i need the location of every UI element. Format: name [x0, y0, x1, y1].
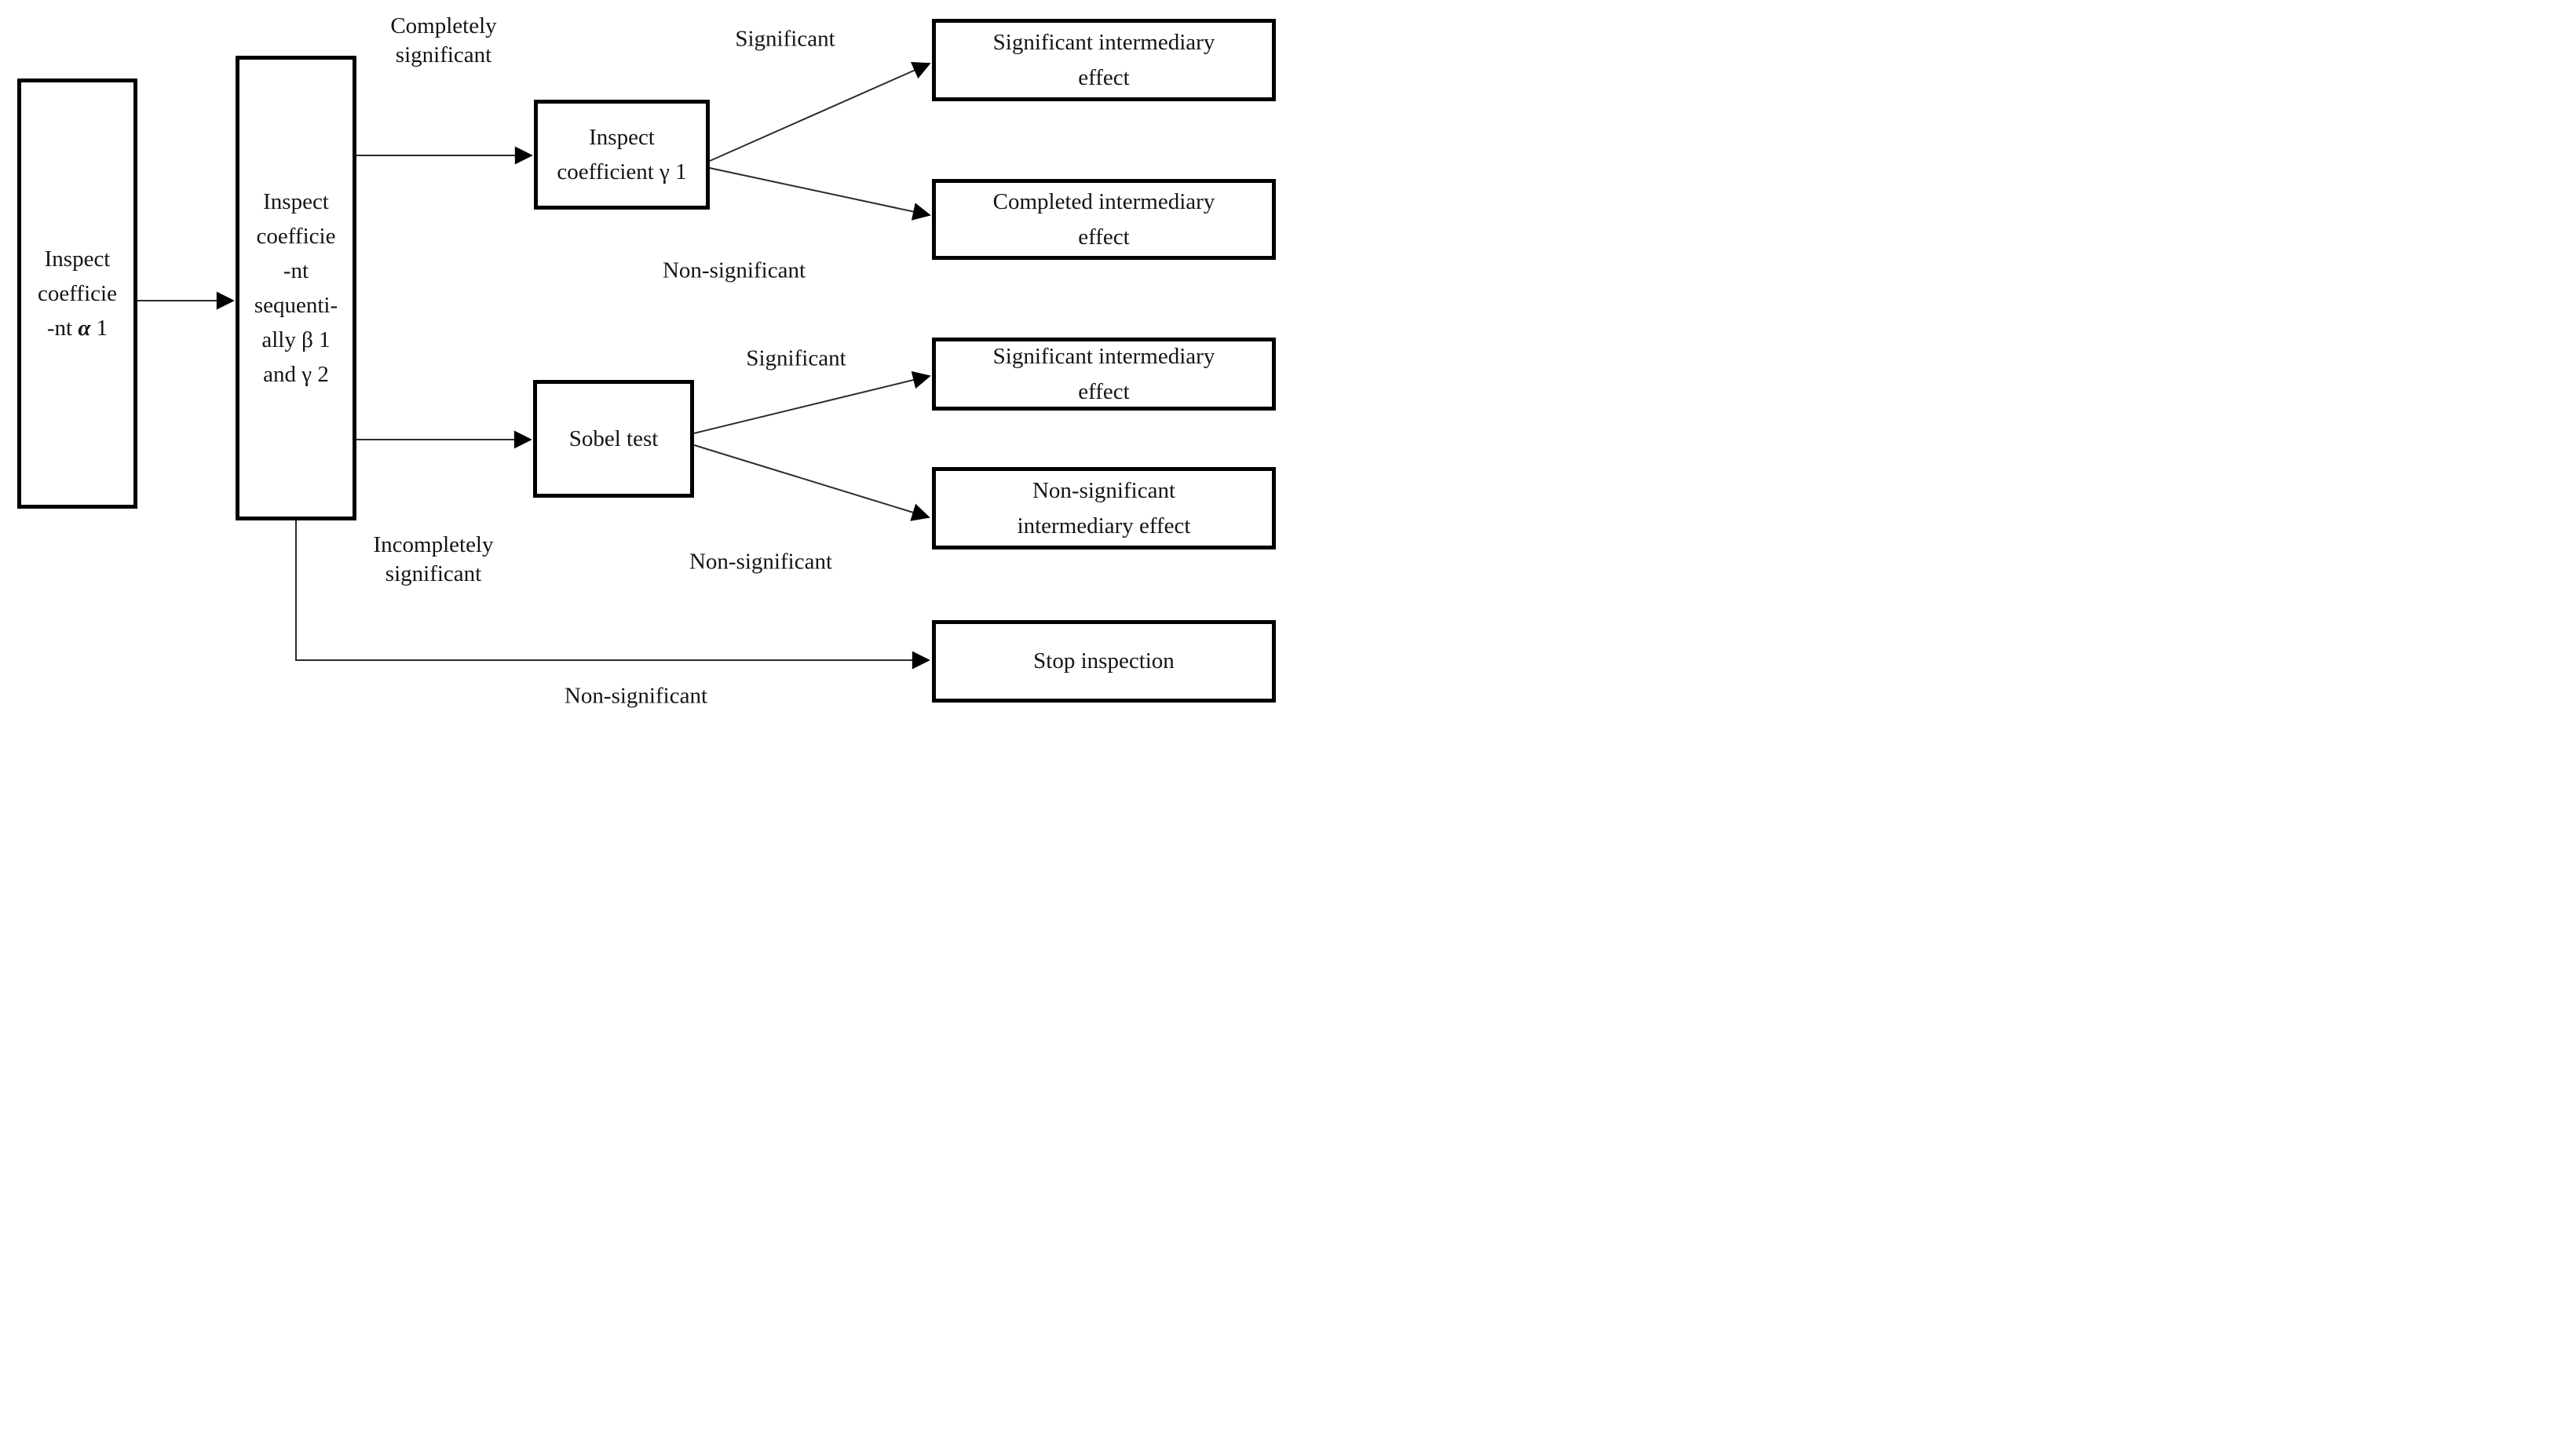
node-text-line: Non-significant [1032, 478, 1175, 504]
flowchart-canvas: Inspect coefficie -nt α 1 Inspect coeffi… [0, 0, 1288, 721]
node-text-line: effect [1078, 378, 1130, 404]
edge-label-significant-top: Significant [735, 26, 835, 52]
arrow-gamma1-to-completed-effect [709, 167, 931, 221]
node-text-line: intermediary effect [1017, 513, 1191, 538]
edge-label-line: significant [395, 42, 492, 68]
node-text-line: Sobel test [568, 425, 659, 451]
node-text-line: ally β 1 [261, 327, 331, 353]
node-stop-inspection: Stop inspection [932, 620, 1276, 703]
node-text-line: Stop inspection [1033, 648, 1175, 674]
edge-label-non-significant-mid: Non-significant [689, 549, 833, 575]
node-text-line: Significant intermediary [992, 344, 1215, 370]
node-text-line: -nt α 1 [47, 311, 108, 345]
edge-label-non-significant-top: Non-significant [662, 257, 806, 283]
node-non-significant-intermediary-effect: Non-significant intermediary effect [932, 467, 1276, 549]
node-inspect-coefficient-sequentially: Inspect coefficie -nt sequenti- ally β 1… [236, 56, 356, 520]
node-text-line: effect [1078, 64, 1130, 90]
edge-label-incompletely-significant: Incompletely significant [373, 531, 493, 589]
arrow-gamma1-to-significant-effect [709, 62, 931, 162]
alpha-symbol: α [78, 316, 91, 341]
node-text-line: Inspect [44, 246, 111, 272]
node-text-line: coefficie [256, 223, 336, 249]
arrow-sobel-to-significant-effect [693, 371, 931, 434]
arrow-sobel-to-nonsignificant-effect [693, 444, 930, 521]
node-text-line: and γ 2 [263, 362, 329, 388]
node-text-line: Significant intermediary [992, 30, 1215, 56]
edge-label-line: Incompletely [373, 531, 494, 557]
node-significant-intermediary-effect-mid: Significant intermediary effect [932, 338, 1276, 411]
edge-label-line: significant [385, 561, 482, 586]
node-inspect-coefficient-gamma1: Inspect coefficient γ 1 [534, 100, 710, 210]
node-text-line: sequenti- [254, 293, 338, 318]
arrow-sequential-to-stop [295, 520, 930, 670]
node-sobel-test: Sobel test [533, 380, 694, 498]
edge-label-line: Completely [390, 13, 497, 38]
edge-label-non-significant-bottom: Non-significant [564, 683, 708, 709]
node-significant-intermediary-effect-top: Significant intermediary effect [932, 19, 1276, 101]
node-text-line: Completed intermediary [992, 189, 1215, 215]
node-completed-intermediary-effect: Completed intermediary effect [932, 179, 1276, 260]
node-text-line: Inspect [263, 188, 329, 214]
connector-lines [137, 62, 931, 670]
edge-label-completely-significant: Completely significant [390, 12, 496, 70]
node-text-line: coefficie [38, 280, 117, 306]
alpha-line-prefix: -nt [46, 316, 79, 341]
alpha-line-suffix: 1 [90, 316, 108, 341]
node-inspect-coefficient-alpha: Inspect coefficie -nt α 1 [17, 78, 137, 509]
node-text-line: Inspect [589, 124, 655, 150]
node-text-line: coefficient γ 1 [557, 159, 687, 184]
edge-label-significant-mid: Significant [746, 345, 846, 371]
node-text-line: -nt [283, 257, 309, 283]
node-text-line: effect [1078, 224, 1130, 250]
